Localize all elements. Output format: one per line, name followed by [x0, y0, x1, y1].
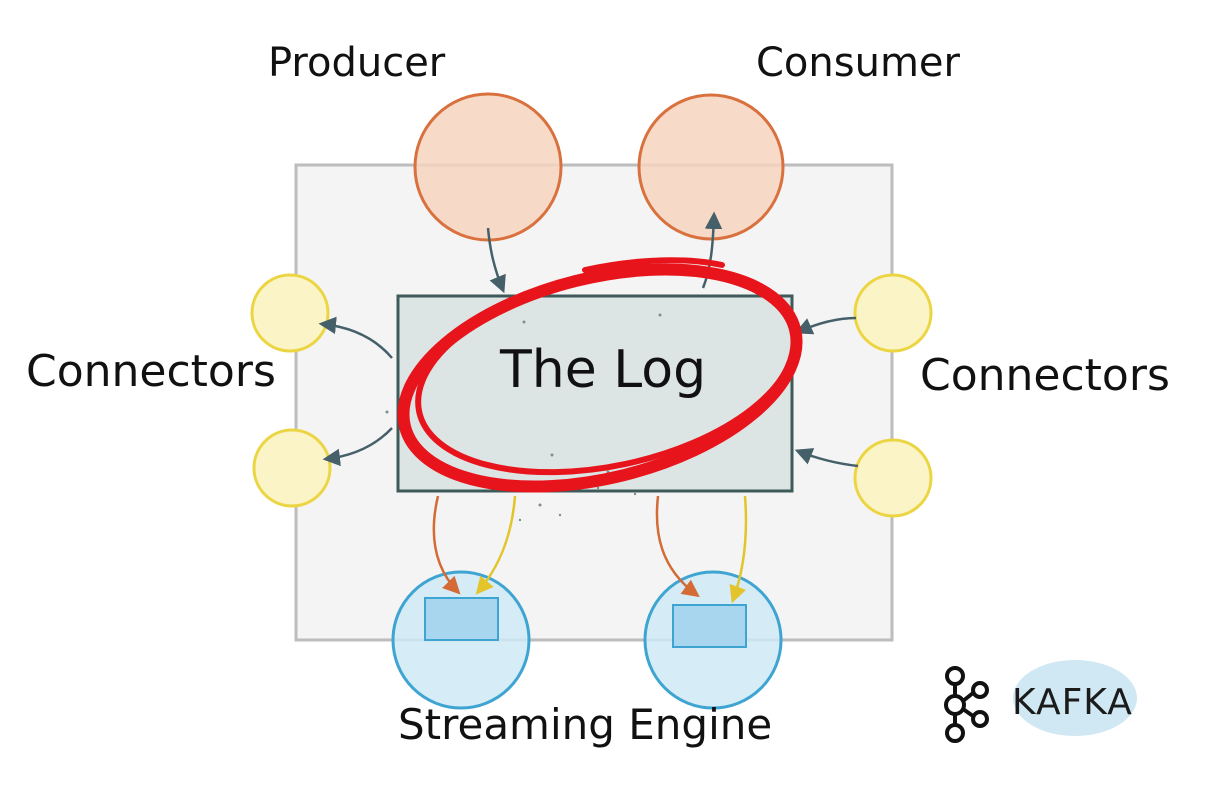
arrow-log-to-streaming-left-orange — [432, 495, 461, 595]
log-label: The Log — [500, 340, 707, 400]
arrow-log-to-connector-left-top — [318, 316, 393, 359]
arrow-log-to-streaming-right-yellow — [729, 495, 748, 604]
connectors-left-label: Connectors — [26, 346, 276, 397]
streaming-engine-label: Streaming Engine — [398, 700, 773, 749]
arrow-log-to-consumer — [701, 211, 723, 289]
streaming-engine-right-box — [672, 604, 747, 648]
consumer-circle — [637, 93, 785, 241]
arrow-log-to-connector-left-bottom — [322, 427, 393, 467]
arrow-producer-to-log — [486, 227, 506, 294]
connector-right-bottom-circle — [853, 438, 933, 518]
arrow-log-to-streaming-right-orange — [655, 495, 700, 598]
streaming-engine-left-box — [424, 597, 499, 641]
connectors-right-label: Connectors — [920, 350, 1170, 401]
connector-left-bottom-circle — [252, 428, 332, 508]
connector-left-top-circle — [250, 273, 330, 353]
connector-right-top-circle — [853, 273, 933, 353]
arrow-log-to-streaming-left-yellow — [475, 495, 517, 595]
log-highlight-ellipse — [397, 257, 803, 493]
consumer-label: Consumer — [756, 40, 960, 86]
arrow-connector-right-top-to-log — [794, 316, 857, 335]
producer-circle — [413, 92, 563, 242]
arrow-connector-right-bottom-to-log — [794, 448, 859, 468]
kafka-logo-text: KAFKA — [1012, 682, 1133, 723]
kafka-logo-icon — [944, 660, 1137, 743]
log-speckles — [385, 313, 662, 522]
producer-label: Producer — [268, 40, 446, 86]
